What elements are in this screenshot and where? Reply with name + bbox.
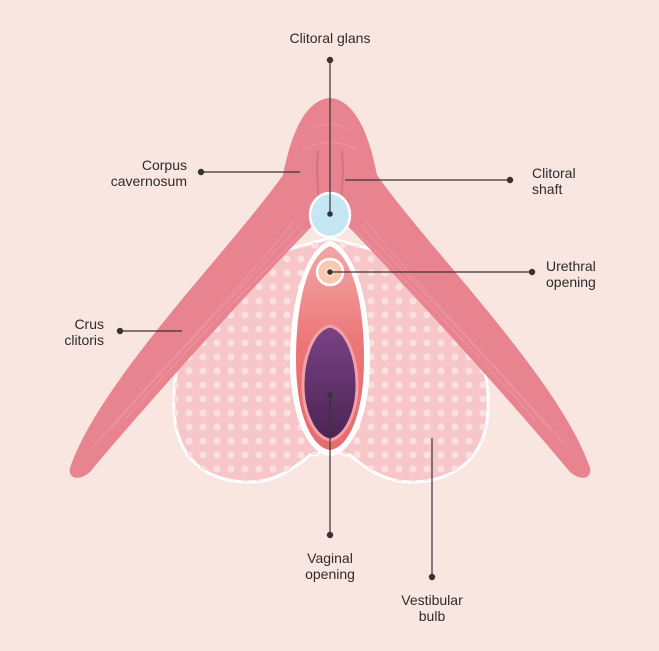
leader-lines bbox=[116, 56, 536, 581]
label-clitoral-glans: Clitoral glans bbox=[289, 30, 371, 46]
label-vestibular-bulb: Vestibular bulb bbox=[401, 592, 463, 624]
label-crus-clitoris: Crus clitoris bbox=[64, 316, 104, 348]
label-urethral-opening: Urethral opening bbox=[546, 258, 596, 290]
label-vaginal-opening: Vaginal opening bbox=[305, 550, 355, 582]
label-clitoral-shaft: Clitoral shaft bbox=[532, 165, 576, 197]
label-corpus-cavernosum: Corpus cavernosum bbox=[110, 157, 187, 189]
